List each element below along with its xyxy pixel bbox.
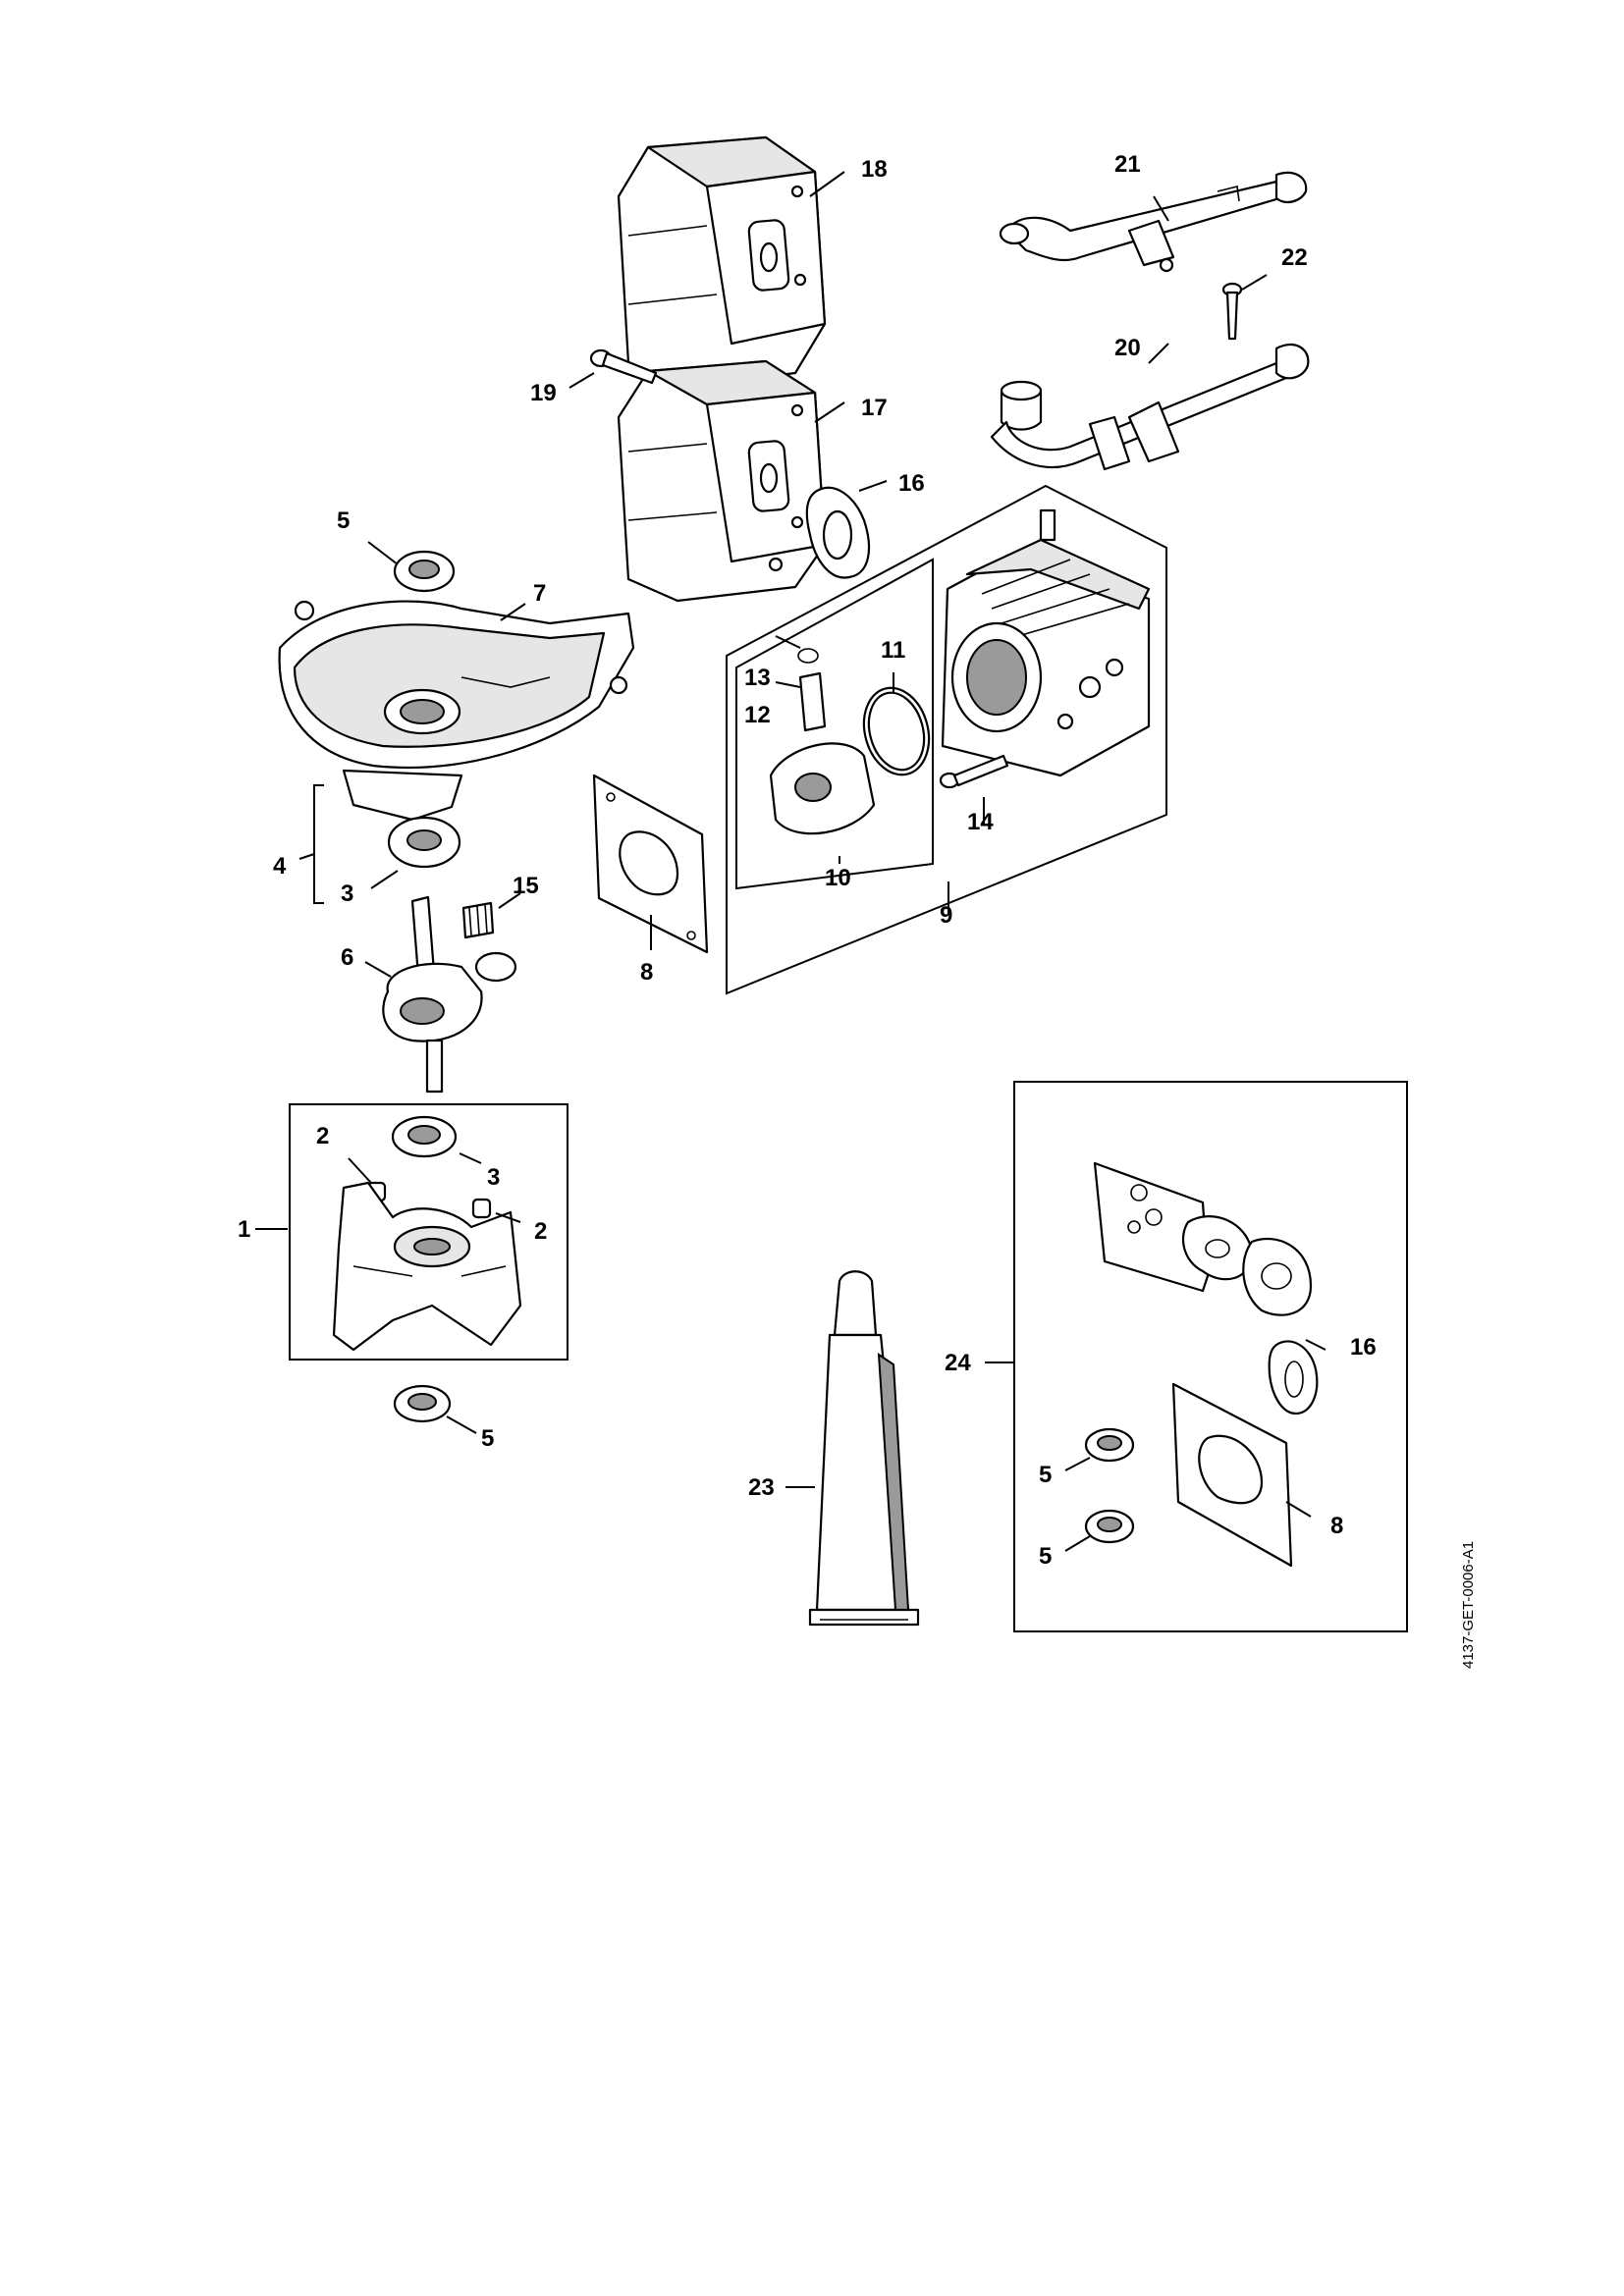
callout-16: 16	[898, 470, 925, 497]
callout-11: 11	[881, 637, 905, 664]
callout-22: 22	[1281, 244, 1308, 271]
needle-cage-15	[461, 901, 495, 939]
seal-5-lower	[393, 1384, 452, 1423]
gasket-16	[805, 486, 871, 579]
callout-8: 8	[640, 959, 653, 986]
gasket-8-middle	[592, 774, 709, 954]
callout-13: 13	[744, 665, 771, 691]
screw-22	[1221, 282, 1243, 341]
callout-2: 2	[534, 1218, 547, 1245]
cylinder-kit-9	[726, 484, 1167, 995]
callout-1: 1	[238, 1216, 250, 1243]
screw-19	[589, 348, 658, 385]
crankshaft-6	[382, 895, 517, 1094]
callout-5: 5	[481, 1425, 494, 1452]
callout-6: 6	[341, 944, 353, 971]
callout-8: 8	[1330, 1513, 1343, 1539]
callout-10: 10	[825, 865, 851, 891]
callout-3: 3	[341, 881, 353, 907]
leader-lines	[255, 171, 1326, 1552]
callout-2: 2	[316, 1123, 329, 1149]
crankcase-half-1	[289, 1103, 568, 1361]
callout-5: 5	[1039, 1543, 1052, 1570]
bearing-3-middle	[387, 816, 461, 869]
callout-7: 7	[533, 580, 546, 607]
tube-21	[999, 171, 1308, 273]
callout-24: 24	[945, 1350, 971, 1376]
seal-5-upper	[393, 550, 456, 593]
callout-15: 15	[513, 873, 539, 899]
crankcase-half-4	[278, 600, 635, 822]
callout-21: 21	[1114, 151, 1141, 178]
callout-16: 16	[1350, 1334, 1377, 1361]
callout-18: 18	[861, 156, 888, 183]
callout-12: 12	[744, 702, 771, 728]
callout-4: 4	[273, 853, 287, 880]
callout-5: 5	[337, 507, 350, 534]
callout-3: 3	[487, 1164, 500, 1191]
callout-labels: 18 19 17 16 21 22 20 5 7 4 3 15 6 8 13 1…	[238, 151, 1377, 1570]
callout-20: 20	[1114, 335, 1141, 361]
gasket-set-24	[1013, 1081, 1408, 1632]
callout-23: 23	[748, 1474, 775, 1501]
callout-19: 19	[530, 380, 557, 406]
callout-9: 9	[940, 902, 952, 929]
callout-14: 14	[967, 809, 994, 835]
muffler-17	[617, 359, 827, 603]
document-id: 4137-GET-0006-A1	[1460, 1541, 1477, 1669]
tube-20	[990, 343, 1310, 471]
callout-5: 5	[1039, 1462, 1052, 1488]
muffler-18	[617, 135, 827, 390]
callout-17: 17	[861, 395, 888, 421]
sealant-tube-23	[808, 1270, 920, 1627]
